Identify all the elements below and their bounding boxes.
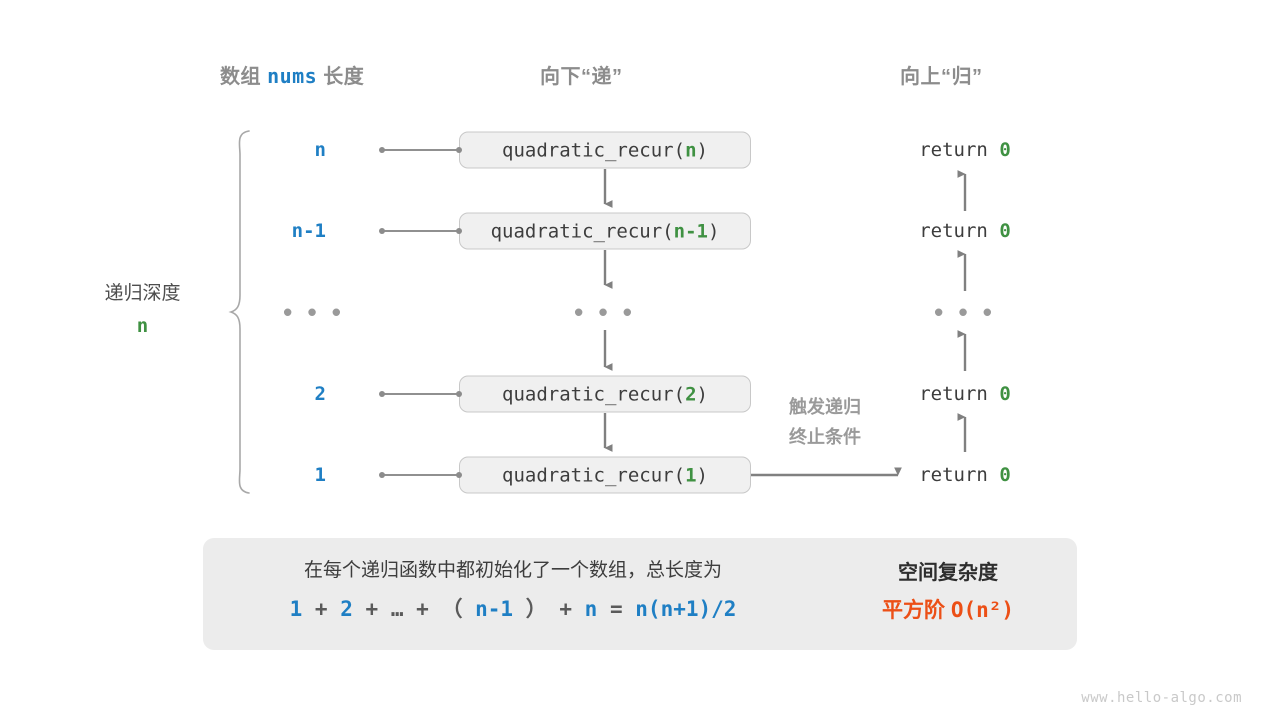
summary-formula: 1 + 2 + … + （ n-1 ） + n = n(n+1)/2 xyxy=(233,593,793,623)
call-box-row-3-arg: 2 xyxy=(685,383,697,406)
call-box-row-1[interactable]: quadratic_recur(n-1) xyxy=(459,212,751,250)
return-label-row-0-prefix: return xyxy=(919,139,1000,161)
header-array-length: 数组 nums 长度 xyxy=(220,60,364,89)
complexity-order: 平方阶 xyxy=(881,599,945,622)
formula-token-2: 2 xyxy=(340,597,353,621)
return-label-row-4: return 0 xyxy=(919,464,1011,486)
formula-token-3: + xyxy=(365,597,379,621)
return-label-row-0-value: 0 xyxy=(999,139,1011,161)
return-label-row-0: return 0 xyxy=(919,139,1011,161)
depth-value-row-3: 2 xyxy=(314,383,326,405)
return-label-row-1-prefix: return xyxy=(919,220,1000,242)
formula-token-12: n(n+1)/2 xyxy=(635,597,737,621)
recursion-depth-text: 递归深度 xyxy=(104,283,181,304)
recursion-depth-brace xyxy=(228,130,250,494)
return-label-row-3-prefix: return xyxy=(919,383,1000,405)
return-label-row-3-value: 0 xyxy=(999,383,1011,405)
return-label-row-4-prefix: return xyxy=(919,464,1000,486)
watermark: www.hello-algo.com xyxy=(1081,690,1242,706)
formula-token-7: n-1 xyxy=(475,597,514,621)
call-box-row-1-suffix: ) xyxy=(707,220,720,243)
call-box-row-2-ellipsis: • • • xyxy=(574,297,636,327)
complexity-value: 平方阶 O(n²) xyxy=(843,594,1053,624)
return-label-row-1-value: 0 xyxy=(999,220,1011,242)
summary-left-block: 在每个递归函数中都初始化了一个数组，总长度为 1 + 2 + … + （ n-1… xyxy=(233,554,793,623)
header-return-up: 向上“归” xyxy=(900,66,983,88)
depth-value-row-2-ellipsis: • • • xyxy=(283,297,345,327)
call-box-row-1-arg: n-1 xyxy=(673,220,708,243)
formula-token-5: + xyxy=(416,597,429,621)
return-label-row-3: return 0 xyxy=(919,383,1011,405)
terminate-condition-line2: 终止条件 xyxy=(789,427,861,447)
call-box-row-1-prefix: quadratic_recur( xyxy=(490,220,674,243)
summary-panel: 在每个递归函数中都初始化了一个数组，总长度为 1 + 2 + … + （ n-1… xyxy=(203,538,1077,650)
recursion-depth-value: n xyxy=(136,315,149,337)
formula-token-11: = xyxy=(609,597,623,621)
complexity-title: 空间复杂度 xyxy=(898,562,998,584)
depth-value-row-1: n-1 xyxy=(291,220,326,242)
call-box-row-0-arg: n xyxy=(685,139,697,162)
formula-token-9: + xyxy=(559,597,572,621)
call-box-row-3-suffix: ) xyxy=(696,383,708,406)
formula-token-1: + xyxy=(314,597,328,621)
depth-value-row-4: 1 xyxy=(314,464,326,486)
formula-token-8: ） xyxy=(525,597,547,621)
call-box-row-4-prefix: quadratic_recur( xyxy=(502,464,686,487)
call-box-row-4-suffix: ) xyxy=(696,464,708,487)
header-array-suffix: 长度 xyxy=(323,66,365,88)
summary-description: 在每个递归函数中都初始化了一个数组，总长度为 xyxy=(303,560,722,581)
header-recurse-down: 向下“递” xyxy=(540,66,623,88)
formula-token-10: n xyxy=(584,597,598,621)
terminate-condition-line1: 触发递归 xyxy=(789,397,861,417)
call-box-row-0[interactable]: quadratic_recur(n) xyxy=(459,131,751,169)
header-array-prefix: 数组 xyxy=(220,66,261,88)
formula-token-0: 1 xyxy=(289,597,303,621)
complexity-notation: O(n²) xyxy=(950,598,1015,622)
summary-right-block: 空间复杂度 平方阶 O(n²) xyxy=(843,556,1053,624)
return-label-row-2-ellipsis: • • • xyxy=(934,297,996,327)
call-box-row-0-suffix: ) xyxy=(696,139,708,162)
call-box-row-4[interactable]: quadratic_recur(1) xyxy=(459,456,751,494)
depth-value-row-0: n xyxy=(314,139,326,161)
leader-lines xyxy=(379,147,462,478)
call-box-row-0-prefix: quadratic_recur( xyxy=(502,139,686,162)
terminate-condition-note: 触发递归 终止条件 xyxy=(755,392,895,452)
call-box-row-3[interactable]: quadratic_recur(2) xyxy=(459,375,751,413)
return-label-row-4-value: 0 xyxy=(999,464,1011,486)
header-array-code: nums xyxy=(267,64,318,88)
call-box-row-4-arg: 1 xyxy=(685,464,697,487)
return-label-row-1: return 0 xyxy=(919,220,1011,242)
formula-token-6: （ xyxy=(441,597,463,621)
call-box-row-3-prefix: quadratic_recur( xyxy=(502,383,686,406)
formula-token-4: … xyxy=(390,597,404,621)
recursion-depth-label: 递归深度 n xyxy=(60,278,225,342)
